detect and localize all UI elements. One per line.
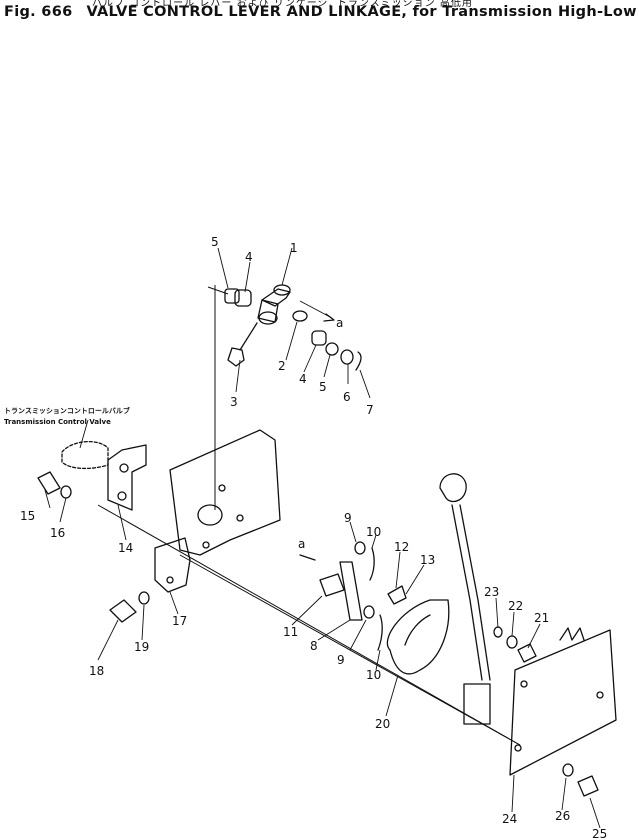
lever-knob [439, 473, 467, 503]
bracket-hole [119, 463, 129, 473]
callout-25: 25 [592, 827, 607, 840]
gate-20 [386, 599, 450, 675]
cotter-pin-10b [377, 614, 383, 651]
bolt-head [236, 514, 244, 522]
lever-base [463, 683, 491, 725]
bolt-25 [577, 775, 599, 797]
yoke-11 [319, 573, 345, 597]
bracket-17 [154, 537, 191, 593]
callout-15: 15 [20, 509, 35, 523]
plate-hole [596, 691, 604, 699]
ref-a-top: a [336, 316, 343, 330]
callout-21: 21 [534, 611, 549, 625]
bolt-head [202, 541, 210, 549]
main-bracket-hole [197, 504, 223, 526]
callout-10b: 10 [366, 668, 381, 682]
callout-labels: 5 4 1 2 3 4 5 6 7 a 15 16 14 17 18 19 a … [4, 235, 607, 840]
bolt-21 [517, 643, 537, 663]
pin-2 [292, 310, 308, 322]
callout-26: 26 [555, 809, 570, 823]
lever-rod [451, 504, 483, 681]
callout-4b: 4 [299, 372, 307, 386]
callout-5: 5 [211, 235, 219, 249]
plate-hole [520, 680, 528, 688]
washer-6 [340, 349, 354, 365]
washer-16 [60, 485, 72, 499]
washer-22 [506, 635, 518, 649]
bolt-head [218, 484, 226, 492]
cotter-pin-10 [369, 547, 375, 581]
callout-9b: 9 [337, 653, 345, 667]
callout-7: 7 [366, 403, 374, 417]
arrow-head [323, 313, 335, 322]
tcv-label-en: Transmission Control Valve [4, 418, 111, 426]
link-8 [339, 561, 363, 621]
figure-title: Fig. 666 VALVE CONTROL LEVER AND LINKAGE,… [4, 4, 639, 20]
callout-4: 4 [245, 250, 253, 264]
callout-9: 9 [344, 511, 352, 525]
bracket-14 [107, 444, 147, 511]
direction-arrow-a2 [299, 554, 316, 561]
callout-24: 24 [502, 812, 517, 826]
callout-1: 1 [290, 241, 298, 255]
bracket-assembly [37, 429, 281, 623]
lever-1-arm [257, 299, 279, 323]
bushing-4 [234, 289, 252, 307]
washer-9 [354, 541, 366, 555]
callout-12: 12 [394, 540, 409, 554]
gate-slot [404, 614, 431, 646]
callout-18: 18 [89, 664, 104, 678]
callout-14: 14 [118, 541, 133, 555]
callout-3: 3 [230, 395, 238, 409]
callout-16: 16 [50, 526, 65, 540]
callout-22: 22 [508, 599, 523, 613]
callout-5b: 5 [319, 380, 327, 394]
callout-11: 11 [283, 625, 298, 639]
assembly-axis-line [97, 504, 521, 746]
shift-lever-assembly [439, 473, 617, 797]
clevis-12 [387, 585, 407, 605]
lever-1 [261, 288, 291, 307]
main-bracket [169, 429, 281, 556]
bolt-15 [37, 471, 61, 495]
knob-3 [227, 347, 245, 367]
tcv-label-jp: トランスミッションコントロールバルブ [4, 406, 130, 415]
lever-1-shaft [239, 322, 258, 351]
washer-5b [325, 342, 339, 356]
washer-9b [363, 605, 375, 619]
plate-tab [559, 627, 585, 641]
figure-number: Fig. 666 [4, 4, 73, 20]
callout-20: 20 [375, 717, 390, 731]
callout-17: 17 [172, 614, 187, 628]
ref-a-mid: a [298, 537, 305, 551]
control-valve-sketch [61, 441, 109, 470]
callout-13: 13 [420, 553, 435, 567]
link-assembly [299, 541, 450, 675]
bushing-4b [311, 330, 327, 346]
callout-10: 10 [366, 525, 381, 539]
washer-26 [562, 763, 574, 777]
callout-23: 23 [484, 585, 499, 599]
washer-19 [138, 591, 150, 605]
bolt-head [166, 576, 174, 584]
bracket-hole [117, 491, 127, 501]
callout-2: 2 [278, 359, 286, 373]
bolt-18 [109, 599, 137, 623]
callout-6: 6 [343, 390, 351, 404]
lever-1-boss [258, 311, 278, 325]
plate-hole [514, 744, 522, 752]
washer-5 [224, 288, 240, 304]
figure-heading: VALVE CONTROL LEVER AND LINKAGE, for Tra… [86, 4, 637, 20]
japanese-caption: バルブ コントロール レバー および リンケージ, トランスミッション 高低用 [92, 0, 473, 9]
leader-lines [44, 247, 601, 829]
lever-rod [459, 504, 491, 681]
washer-23 [493, 626, 503, 638]
callout-8: 8 [310, 639, 318, 653]
callout-19: 19 [134, 640, 149, 654]
cotter-pin-7 [355, 351, 362, 371]
plate-24 [509, 629, 617, 776]
